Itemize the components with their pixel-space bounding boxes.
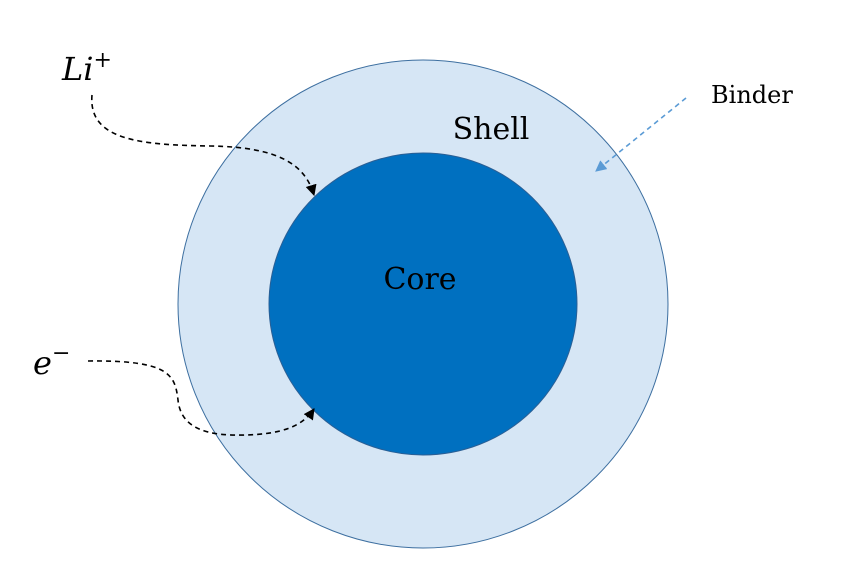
core-circle	[268, 152, 578, 456]
electron-label: e−	[33, 341, 70, 382]
shell-label: Shell	[453, 112, 530, 147]
binder-label: Binder	[711, 81, 793, 109]
lithium-ion-superscript: +	[93, 48, 111, 73]
core-label: Core	[383, 262, 456, 297]
electron-superscript: −	[52, 341, 70, 366]
lithium-ion-label: Li+	[61, 48, 112, 88]
electron-base: e	[33, 344, 52, 382]
binder-arrow	[595, 97, 687, 172]
lithium-ion-path	[91, 94, 317, 197]
lithium-ion-base: Li	[61, 50, 93, 88]
electron-path	[87, 360, 315, 436]
